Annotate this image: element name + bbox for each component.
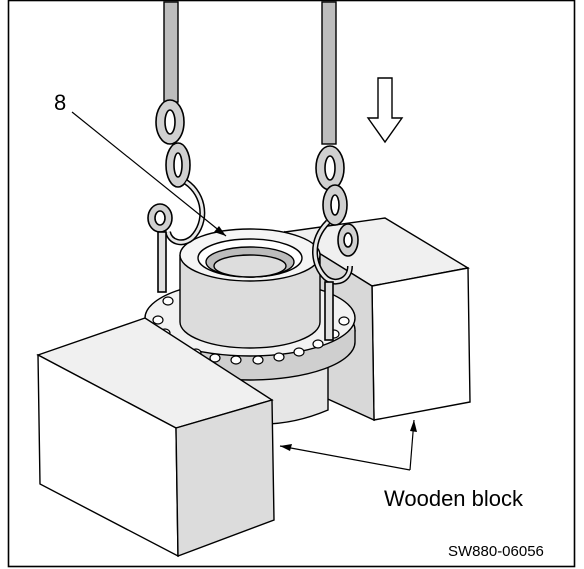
part-number-label: 8: [54, 90, 66, 115]
lifting-cables: [163, 1, 337, 145]
leader-arrowheads: [214, 226, 417, 451]
wooden-block-label: Wooden block: [384, 486, 524, 511]
left-shackle: [147, 99, 206, 293]
down-arrow-icon: [366, 77, 404, 144]
right-shackle: [312, 145, 359, 341]
figure-code-label: SW880-06056: [448, 543, 544, 560]
wooden-block-left: [36, 317, 275, 558]
figure-frame: [7, 0, 576, 568]
